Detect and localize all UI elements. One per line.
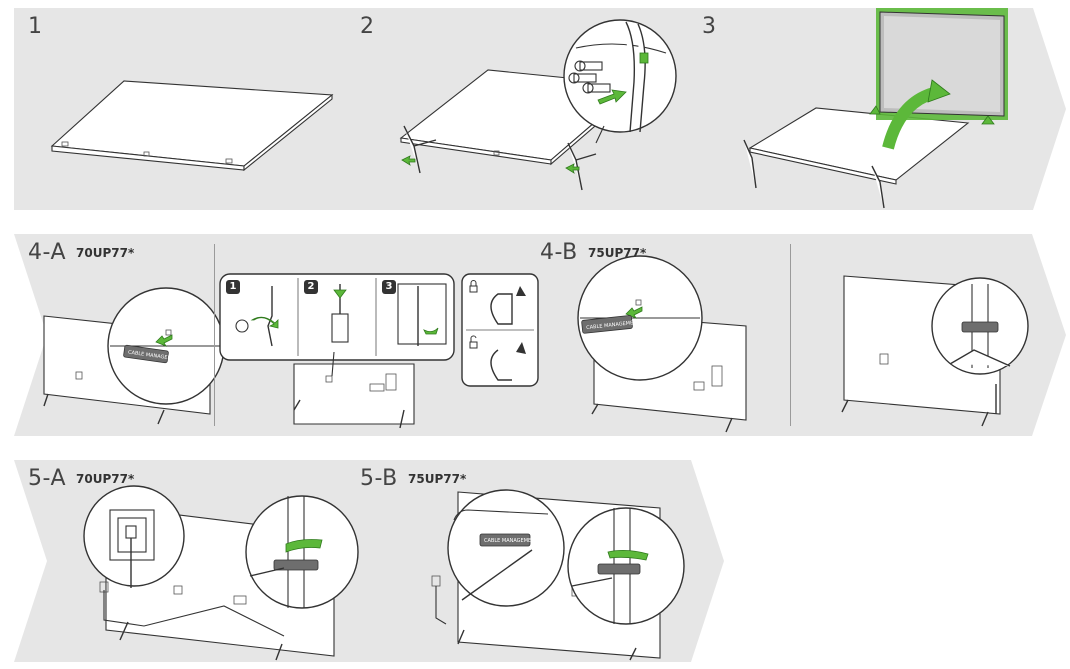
step-1-number: 1 — [28, 14, 43, 39]
cable-management-4a-illustration: CABLE MANAGEMENT — [43, 273, 539, 429]
step-4b-panel: CABLE MANAGEMENT 4-B 75UP77* — [526, 234, 1066, 436]
cable-routing-5a-illustration — [83, 485, 359, 661]
step-4b-divider — [790, 244, 791, 426]
step-3-panel: 3 — [688, 8, 1066, 210]
step-4a-panel: CABLE MANAGEMENT — [14, 234, 566, 436]
step-2-panel: 2 — [346, 8, 724, 210]
step-2-number: 2 — [360, 14, 375, 39]
substep-2-badge: 2 — [304, 280, 318, 294]
step-4b-model: 75UP77* — [588, 246, 647, 260]
step-5b-number: 5-B — [360, 466, 398, 491]
screw-icons — [568, 60, 611, 94]
substep-3-badge: 3 — [382, 280, 396, 294]
unlock-icon — [469, 335, 478, 349]
step-4b-number: 4-B — [540, 240, 578, 265]
cable-management-4b-illustration: CABLE MANAGEMENT — [577, 255, 1029, 433]
step-4a-divider — [214, 244, 215, 426]
step-5b-model: 75UP77* — [408, 472, 467, 486]
step-4a-model: 70UP77* — [76, 246, 135, 260]
step-1-panel: 1 — [14, 8, 392, 210]
tv-face-down-illustration — [50, 80, 334, 172]
step-3-number: 3 — [702, 14, 717, 39]
stand-attach-illustration — [399, 19, 677, 191]
cable-management-tag-text-4b: CABLE MANAGEMENT — [586, 319, 641, 331]
cable-management-tag-text-5b: CABLE MANAGEMENT — [484, 538, 539, 544]
step-5a-model: 70UP77* — [76, 472, 135, 486]
cable-routing-5b-illustration: CABLE MANAGEMENT — [431, 489, 685, 661]
lock-icon — [469, 280, 478, 293]
step-5a-panel: 5-A 70UP77* — [14, 460, 392, 662]
substep-1-badge: 1 — [226, 280, 240, 294]
step-5a-number: 5-A — [28, 466, 67, 491]
tv-stand-up-illustration — [743, 8, 1008, 209]
step-4a-number: 4-A — [28, 240, 67, 265]
step-5b-panel: CABLE MANAGEMENT 5-B 75UP77* — [346, 460, 724, 662]
